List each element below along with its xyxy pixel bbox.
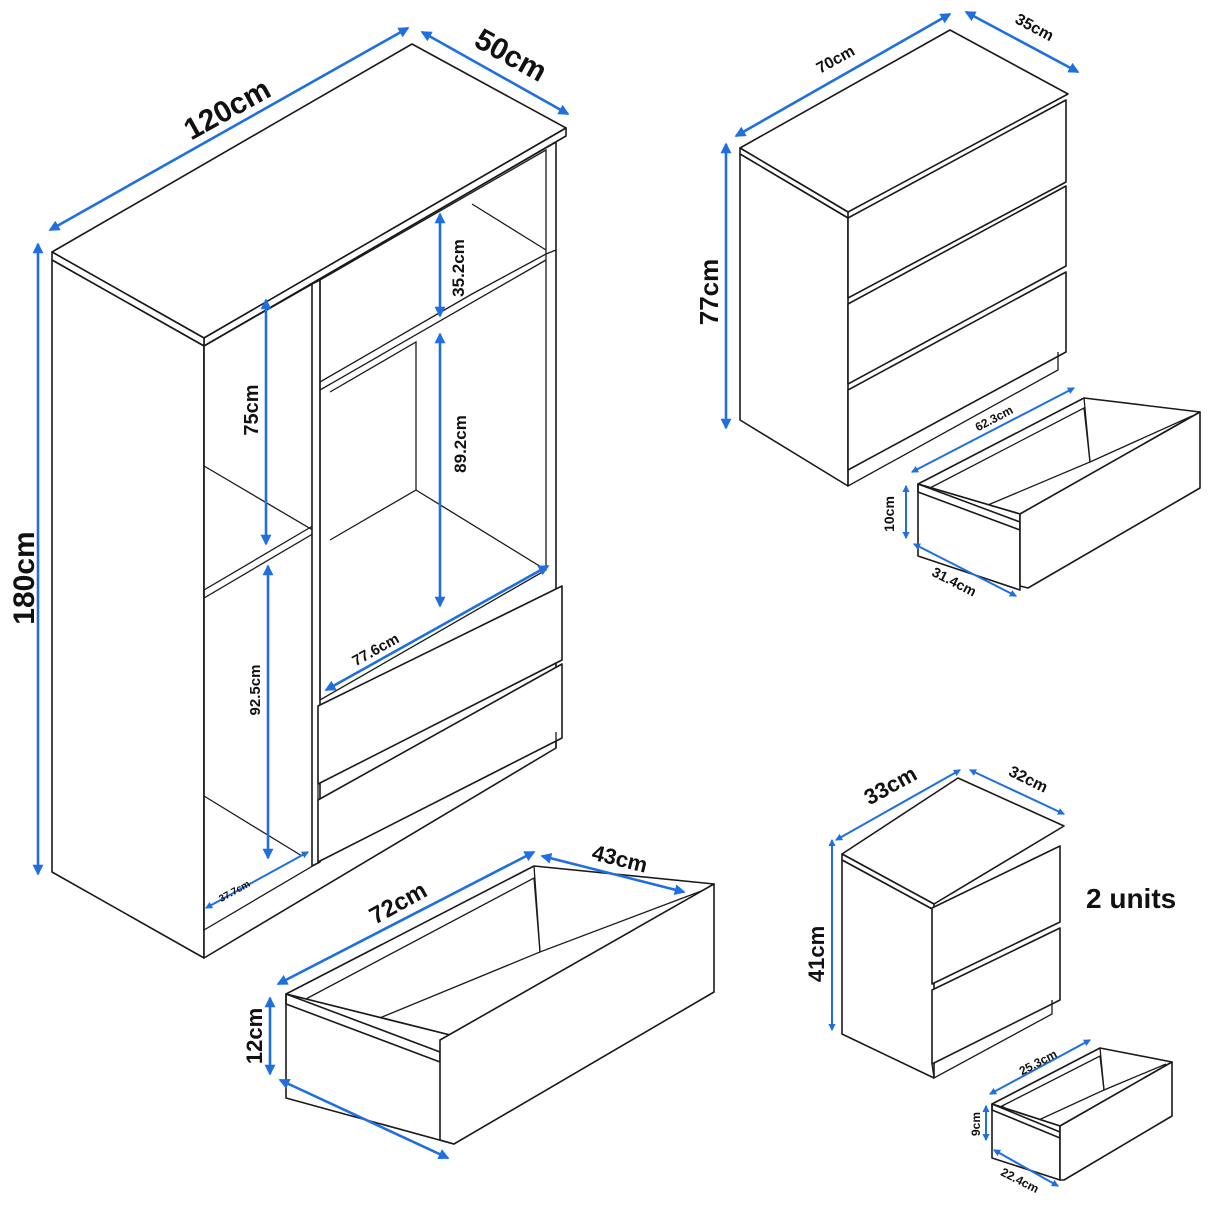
bedside-table: [841, 777, 1065, 1080]
chest-height-label: 77cm: [694, 259, 724, 326]
bedside-drawer-front-2: [931, 927, 1061, 1065]
wardrobe-drawer-dimensions: 72cm 43cm 12cm: [242, 840, 686, 1160]
bedside-height-label: 41cm: [804, 926, 829, 982]
wardrobe-depth-label: 50cm: [469, 23, 552, 89]
wardrobe-left-upper-label: 75cm: [241, 384, 263, 435]
bedside-drawer-height-label: 9cm: [969, 1112, 983, 1136]
bedside-depth-label: 32cm: [1006, 763, 1050, 796]
chest-drawer-front-2: [847, 185, 1067, 385]
chest-drawer-front-3: [847, 271, 1067, 471]
wardrobe-hanging-label: 89.2cm: [451, 415, 470, 473]
units-label: 2 units: [1086, 883, 1176, 914]
wardrobe-top-shelf-label: 35.2cm: [449, 239, 468, 297]
bedside-drawer-front-1: [931, 845, 1061, 985]
chest-drawer-front-1: [847, 99, 1067, 299]
bedside-drawer-front: [1059, 1061, 1173, 1181]
wardrobe-left-lower-label: 92.5cm: [247, 665, 264, 716]
chest-drawer: [917, 397, 1201, 591]
wardrobe-height-label: 180cm: [8, 531, 41, 624]
bedside-width-label: 33cm: [860, 761, 921, 810]
chest-width-label: 70cm: [814, 43, 858, 78]
wardrobe: [51, 43, 567, 959]
wardrobe-drawer-height-label: 12cm: [242, 1008, 267, 1064]
wardrobe-side-panel: [51, 259, 205, 959]
wardrobe-drawer-front-2: [317, 663, 563, 863]
wardrobe-drawer: [285, 865, 715, 1145]
chest-drawer-height-label: 10cm: [881, 496, 897, 532]
chest-drawer-front: [1019, 411, 1201, 589]
